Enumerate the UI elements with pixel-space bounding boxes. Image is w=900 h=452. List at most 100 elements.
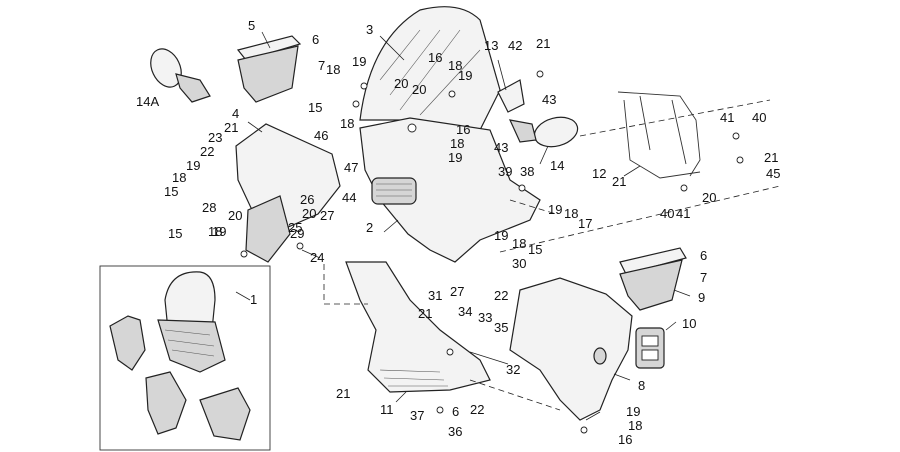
callout-number: 43	[542, 92, 556, 107]
callout-number: 21	[224, 120, 238, 135]
callout-number: 7	[700, 270, 707, 285]
callout-number: 7	[318, 58, 325, 73]
callout-number: 27	[450, 284, 464, 299]
leader	[395, 391, 407, 403]
assembly-line	[579, 99, 771, 137]
callout-number: 44	[342, 190, 356, 205]
callout-number: 5	[248, 18, 255, 33]
inset-windscreen	[164, 271, 216, 331]
leader	[539, 145, 549, 165]
callout-number: 37	[410, 408, 424, 423]
leader	[379, 35, 405, 61]
callout-number: 27	[320, 208, 334, 223]
assembly-line	[509, 199, 557, 215]
glovebox-lid-right	[619, 247, 687, 275]
callout-number: 18	[450, 136, 464, 151]
inset-upper-fairing	[157, 319, 226, 373]
callout-number: 40	[660, 206, 674, 221]
bolt	[580, 426, 588, 434]
callout-number: 28	[202, 200, 216, 215]
callout-number: 14A	[136, 94, 159, 109]
bolt	[407, 123, 417, 133]
callout-number: 34	[458, 304, 472, 319]
callout-number: 1	[250, 292, 257, 307]
callout-number: 36	[448, 424, 462, 439]
callout-number: 15	[308, 100, 322, 115]
leader	[665, 321, 677, 331]
right-panel-hole	[593, 347, 607, 365]
right-lower-panel	[509, 277, 633, 421]
callout-number: 17	[578, 216, 592, 231]
callout-number: 15	[164, 184, 178, 199]
mirror-14a	[150, 48, 211, 103]
callout-number: 21	[418, 306, 432, 321]
callout-number: 18	[326, 62, 340, 77]
callout-number: 45	[766, 166, 780, 181]
callout-number: 20	[412, 82, 426, 97]
callout-number: 18	[448, 58, 462, 73]
callout-number: 19	[448, 150, 462, 165]
switch-panel	[635, 327, 665, 369]
windscreen	[359, 6, 501, 131]
callout-number: 42	[508, 38, 522, 53]
inset-fairing-hatch	[164, 329, 215, 357]
callout-number: 20	[702, 190, 716, 205]
switch-upper	[641, 335, 659, 347]
switch-lower	[641, 349, 659, 361]
leader	[383, 219, 399, 233]
callout-number: 23	[208, 130, 222, 145]
leader	[469, 351, 509, 365]
inset-box	[99, 265, 271, 451]
lower-frame-shape	[345, 261, 491, 393]
callout-number: 19	[458, 68, 472, 83]
callout-number: 26	[300, 192, 314, 207]
callout-number: 19	[494, 228, 508, 243]
callout-number: 14	[550, 158, 564, 173]
leader	[613, 373, 631, 381]
left-lower-extension	[245, 195, 291, 263]
callout-number: 18	[172, 170, 186, 185]
assembly-line	[323, 264, 368, 305]
glovebox-body-left	[237, 45, 299, 103]
callout-number: 21	[536, 36, 550, 51]
left-side-panel-shape	[235, 123, 341, 229]
inset-lower-left-panel	[145, 371, 187, 435]
inset-frame	[99, 265, 271, 451]
lower-fairing-frame	[345, 261, 491, 393]
callout-number: 15	[528, 242, 542, 257]
bolt	[536, 70, 544, 78]
callout-number: 15	[168, 226, 182, 241]
leader	[673, 289, 691, 297]
inset-leader	[235, 291, 251, 301]
callout-number: 33	[478, 310, 492, 325]
bolt	[680, 184, 688, 192]
callout-number: 9	[698, 290, 705, 305]
bolt	[436, 406, 444, 414]
callout-number: 41	[720, 110, 734, 125]
callout-number: 22	[470, 402, 484, 417]
callout-number: 30	[512, 256, 526, 271]
mirror-stem-left	[175, 73, 211, 103]
callout-number: 11	[380, 402, 394, 417]
callout-number: 18	[340, 116, 354, 131]
leader	[247, 121, 263, 133]
assembly-line	[499, 185, 781, 253]
callout-number: 16	[618, 432, 632, 447]
mirror-glass-right	[533, 116, 579, 148]
callout-number: 40	[752, 110, 766, 125]
bolt	[446, 348, 454, 356]
callout-number: 18	[208, 224, 222, 239]
callout-number: 41	[676, 206, 690, 221]
callout-number: 20	[302, 206, 316, 221]
callout-number: 32	[506, 362, 520, 377]
callout-number: 21	[336, 386, 350, 401]
callout-number: 29	[290, 226, 304, 241]
leader	[261, 31, 271, 49]
callout-number: 18	[628, 418, 642, 433]
glovebox-body-right	[619, 259, 683, 311]
callout-number: 6	[452, 404, 459, 419]
callout-number: 18	[512, 236, 526, 251]
mirror-14	[508, 116, 579, 148]
callout-number: 25	[288, 220, 302, 235]
